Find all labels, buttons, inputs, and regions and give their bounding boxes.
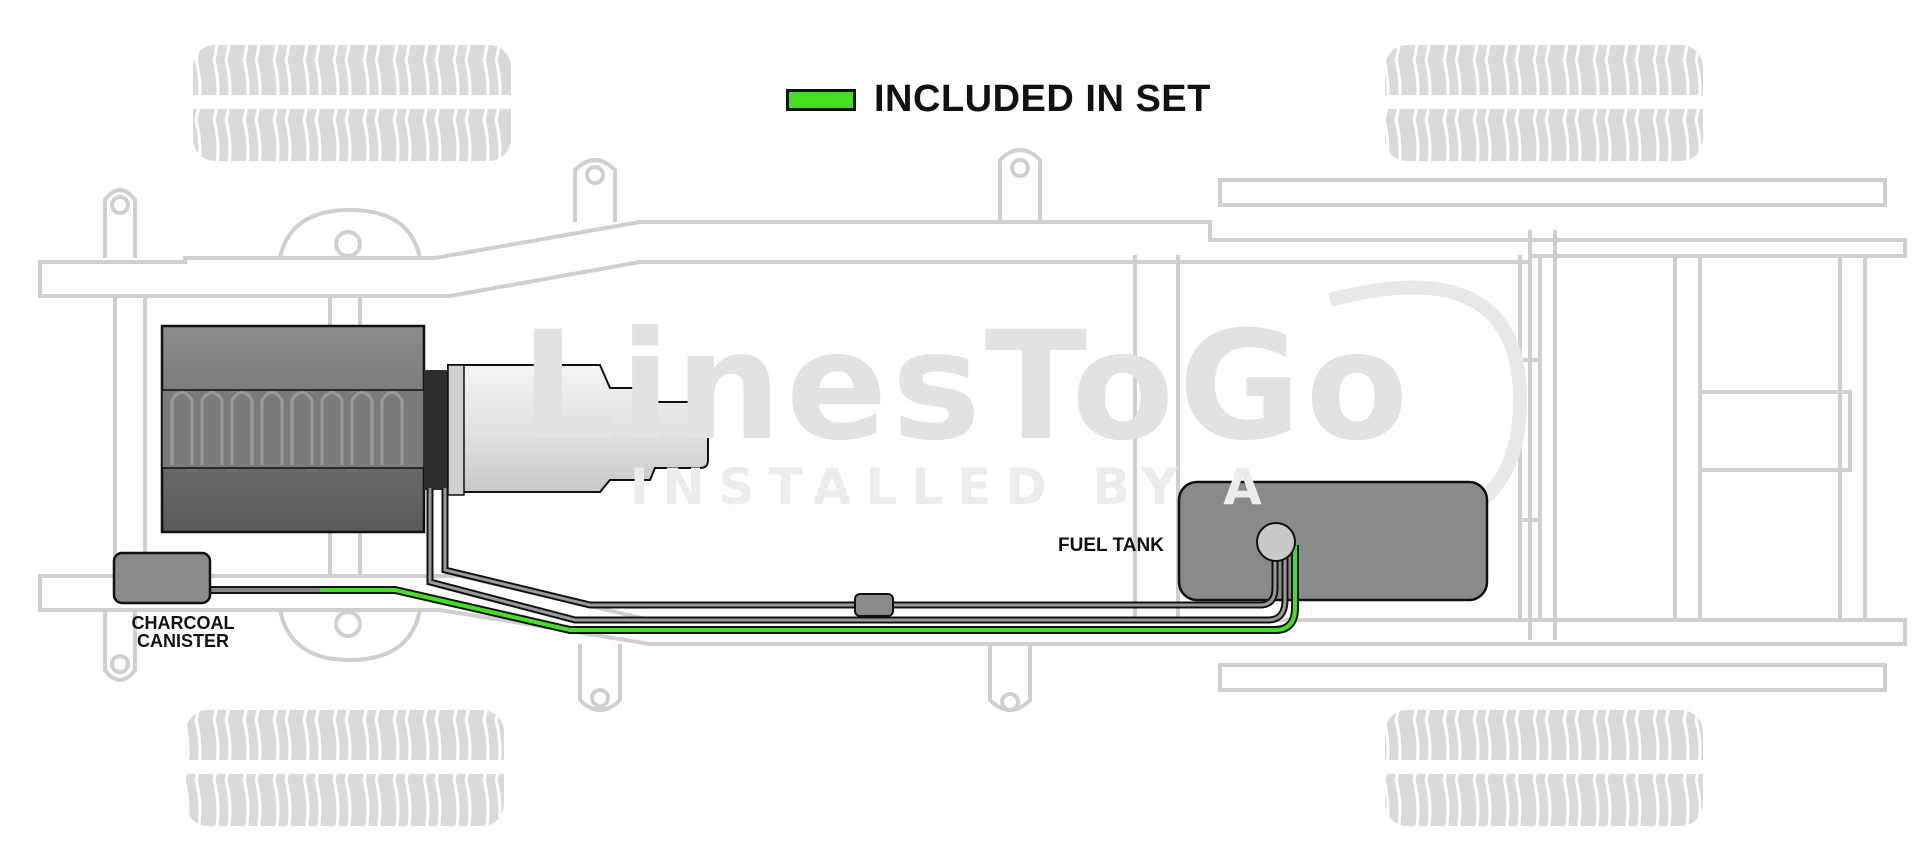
fuel-lines-not-included bbox=[426, 488, 1289, 624]
legend-label: INCLUDED IN SET bbox=[874, 78, 1211, 120]
charcoal-canister-label-line1: CHARCOAL bbox=[131, 613, 235, 633]
evap-line-included bbox=[208, 545, 1299, 634]
tire-rear-left bbox=[1385, 45, 1703, 161]
legend: INCLUDED IN SET bbox=[786, 78, 1211, 121]
fuel-tank bbox=[1177, 480, 1489, 602]
charcoal-canister bbox=[112, 551, 212, 605]
charcoal-canister-label-line2: CANISTER bbox=[136, 631, 229, 651]
green-line-swatch-icon bbox=[786, 88, 856, 111]
tire-front-left bbox=[193, 45, 511, 161]
tire-rear-right bbox=[1385, 710, 1703, 826]
fuel-tank-label: FUEL TANK bbox=[1058, 535, 1164, 556]
tire-front-right bbox=[186, 710, 504, 826]
fuel-sending-unit bbox=[1256, 522, 1296, 562]
charcoal-canister-label: CHARCOAL CANISTER bbox=[108, 614, 258, 650]
fuel-filter bbox=[854, 593, 894, 617]
engine bbox=[160, 324, 448, 534]
transmission bbox=[447, 364, 709, 496]
